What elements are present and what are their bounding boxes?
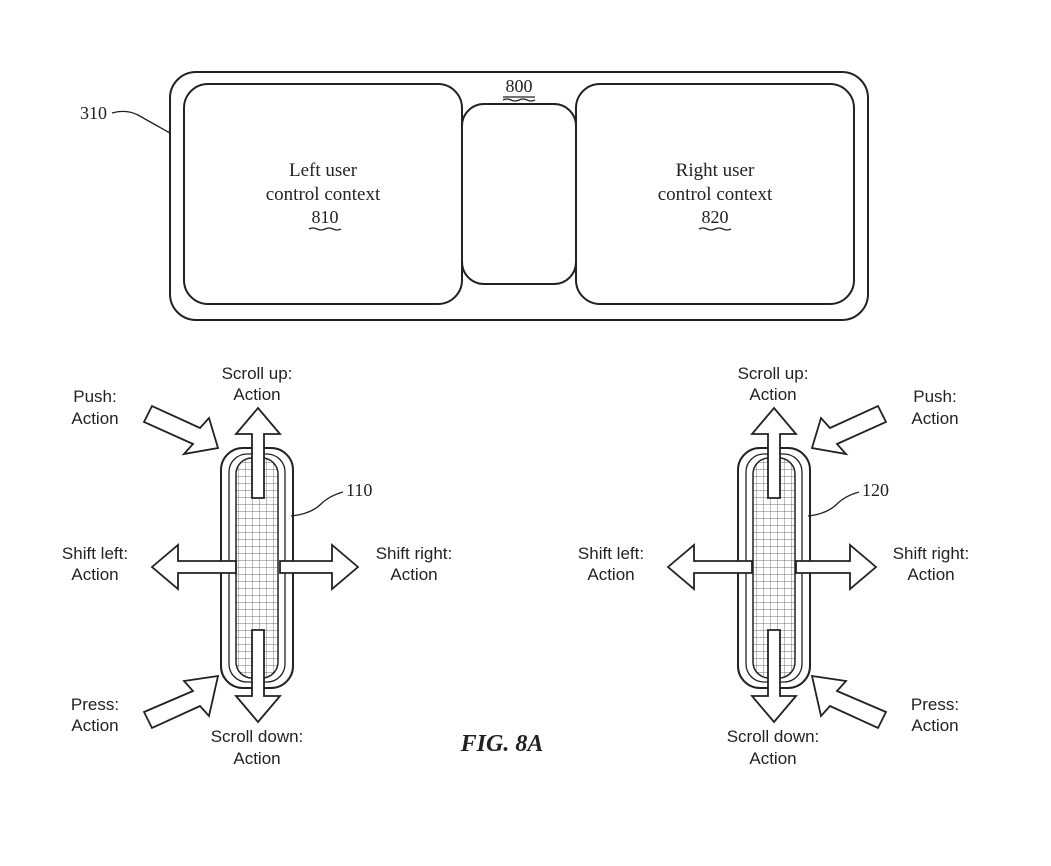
- scroll-up-arrow: [234, 406, 282, 499]
- outer-ref-leader: [111, 110, 171, 134]
- shift-left-label-1: Shift left:: [578, 544, 644, 563]
- shift-left-label-1: Shift left:: [62, 544, 128, 563]
- controller-ref-leader: [807, 491, 860, 517]
- push-arrow: [142, 404, 220, 456]
- press-label-1: Press:: [71, 695, 119, 714]
- right-controller-120: Scroll up: Action Push: Action Shift lef…: [578, 364, 969, 768]
- left-context-ref: 810: [312, 207, 339, 227]
- shift-right-label-1: Shift right:: [376, 544, 453, 563]
- scroll-up-label-1: Scroll up:: [222, 364, 293, 383]
- scroll-up-arrow: [750, 406, 798, 499]
- shift-left-arrow: [666, 543, 753, 591]
- scroll-down-arrow: [750, 629, 798, 724]
- shift-right-arrow: [795, 543, 878, 591]
- scroll-up-label-1: Scroll up:: [738, 364, 809, 383]
- right-context-panel: [575, 83, 855, 305]
- right-context-line1: Right user: [676, 160, 755, 181]
- shift-right-label-2: Action: [907, 565, 954, 584]
- press-label-1: Press:: [911, 695, 959, 714]
- right-context-line2: control context: [658, 184, 773, 205]
- scroll-down-label-1: Scroll down:: [727, 727, 820, 746]
- press-arrow: [810, 674, 888, 730]
- controller-ref-number: 110: [346, 480, 372, 500]
- press-label-2: Action: [911, 716, 958, 735]
- right-context-ref: 820: [702, 207, 729, 227]
- scroll-down-label-2: Action: [749, 749, 796, 768]
- scroll-up-label-2: Action: [749, 385, 796, 404]
- left-context-line1: Left user: [289, 160, 358, 181]
- push-arrow: [810, 404, 888, 456]
- left-controller-110: Scroll up: Action Push: Action Shift lef…: [62, 364, 452, 768]
- scroll-up-label-2: Action: [233, 385, 280, 404]
- shift-left-label-2: Action: [71, 565, 118, 584]
- shift-right-arrow: [279, 543, 360, 591]
- push-label-2: Action: [71, 409, 118, 428]
- outer-ref-number: 310: [80, 103, 107, 123]
- center-ref-number: 800: [506, 76, 533, 96]
- figure-label: FIG. 8A: [460, 731, 544, 757]
- left-context-line2: control context: [266, 184, 381, 205]
- push-label-1: Push:: [913, 387, 956, 406]
- controller-ref-leader: [290, 491, 344, 517]
- shift-right-label-2: Action: [390, 565, 437, 584]
- press-arrow: [142, 674, 220, 730]
- shift-left-arrow: [150, 543, 237, 591]
- press-label-2: Action: [71, 716, 118, 735]
- scroll-down-label-2: Action: [233, 749, 280, 768]
- device-outer-frame: [169, 71, 869, 321]
- controller-ref-number: 120: [862, 480, 889, 500]
- push-label-1: Push:: [73, 387, 116, 406]
- push-label-2: Action: [911, 409, 958, 428]
- scroll-down-arrow: [234, 629, 282, 724]
- device-800: 800 Left user control context 810 Right …: [80, 71, 869, 321]
- shift-right-label-1: Shift right:: [893, 544, 970, 563]
- center-panel: [461, 103, 577, 285]
- scroll-down-label-1: Scroll down:: [211, 727, 304, 746]
- shift-left-label-2: Action: [587, 565, 634, 584]
